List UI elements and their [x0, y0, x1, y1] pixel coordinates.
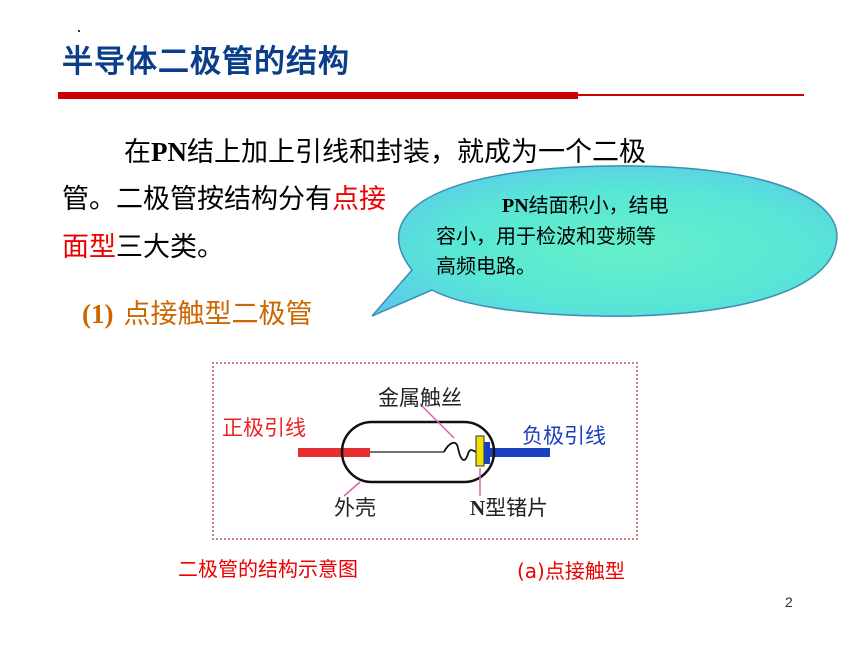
slide-title: 半导体二极管的结构 — [62, 44, 350, 80]
callout-text: PN结面积小，结电 容小，用于检波和变频等 高频电路。 — [436, 190, 776, 281]
label-n-type-chip: N型锗片 — [470, 492, 548, 522]
label-positive-lead: 正极引线 — [222, 416, 306, 440]
title-underline — [58, 92, 578, 99]
label-shell: 外壳 — [334, 496, 376, 520]
callout-pn: PN — [502, 195, 529, 217]
negative-lead-wire — [488, 448, 550, 457]
paragraph-line-3: 面型三大类。 — [62, 224, 802, 272]
positive-lead-wire — [298, 448, 370, 457]
glass-shell — [340, 420, 496, 484]
paragraph-line-1: 在PN结上加上引线和封装，就成为一个二极 — [62, 128, 802, 176]
figure-caption: 二极管的结构示意图 — [178, 557, 358, 581]
diode-diagram — [298, 403, 550, 497]
paragraph-prefix: 在 — [124, 137, 151, 168]
subheading-text: 点接触型二极管 — [123, 299, 313, 330]
label-n-rest: 型锗片 — [485, 496, 549, 520]
title-underline-thin — [578, 94, 804, 96]
label-n-letter: N — [470, 496, 486, 520]
label-metal-whisker: 金属触丝 — [378, 386, 462, 410]
paragraph-point-contact: 点接 — [332, 184, 386, 215]
paragraph-pn: PN — [151, 137, 187, 167]
paragraph-line-2-plain: 管。二极管按结构分有 — [62, 184, 332, 215]
n-type-chip — [475, 435, 485, 467]
callout-line-3: 高频电路。 — [436, 254, 536, 278]
page-number: 2 — [785, 594, 793, 610]
subheading: (1) 点接触型二极管 — [82, 292, 312, 331]
wire-label-pointer — [419, 403, 455, 439]
figure-frame — [212, 362, 638, 540]
whisker-spring — [443, 441, 477, 461]
title-dot — [78, 30, 80, 32]
subheading-number: (1) — [82, 299, 114, 329]
paragraph-line-1-rest: 结上加上引线和封装，就成为一个二极 — [187, 137, 646, 168]
paragraph-planar-type: 面型 — [62, 232, 116, 263]
chip-holder — [484, 442, 490, 464]
shell-label-pointer — [343, 481, 361, 497]
figure-subcaption: (a)点接触型 — [517, 559, 625, 583]
callout-line-1: PN结面积小，结电 — [436, 190, 776, 221]
callout-line-1-rest: 结面积小，结电 — [528, 193, 669, 217]
label-negative-lead: 负极引线 — [522, 424, 606, 448]
paragraph-line-3-rest: 三大类。 — [116, 232, 224, 263]
body-paragraph: 在PN结上加上引线和封装，就成为一个二极 管。二极管按结构分有点接面 面型三大类… — [62, 128, 802, 272]
callout-line-2: 容小，用于检波和变频等 — [436, 224, 656, 248]
